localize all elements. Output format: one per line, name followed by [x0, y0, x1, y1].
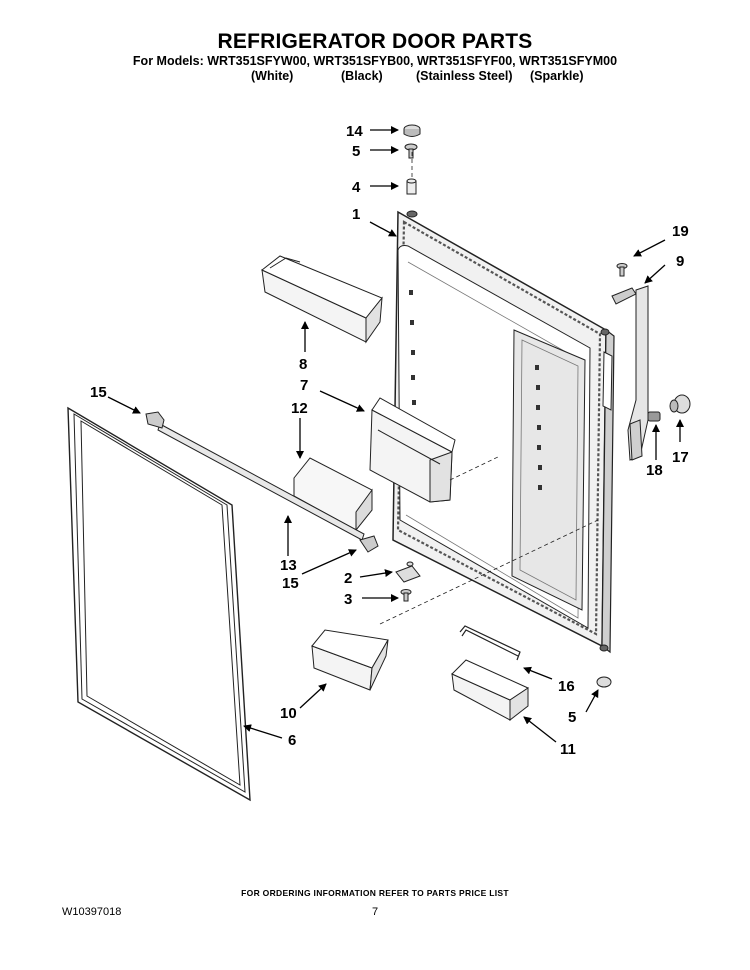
- callout-10: 10: [280, 705, 297, 722]
- leader-arrows: [107, 126, 684, 743]
- rod-clip-upper: [145, 411, 165, 429]
- callout-19: 19: [672, 223, 689, 240]
- callout-15-upper: 15: [90, 384, 107, 401]
- bottom-door-bin: [451, 659, 530, 722]
- callout-8: 8: [299, 356, 307, 373]
- callout-7: 7: [300, 377, 308, 394]
- finish-sparkle: (Sparkle): [530, 69, 584, 83]
- door-top-cap: [403, 124, 421, 137]
- door-bottom-cap: [596, 676, 612, 688]
- callout-16: 16: [558, 678, 575, 695]
- callout-11: 11: [560, 741, 576, 758]
- ordering-note: FOR ORDERING INFORMATION REFER TO PARTS …: [241, 888, 509, 898]
- bottom-hinge-bracket: [395, 561, 421, 583]
- finish-white: (White): [251, 69, 294, 83]
- upper-door-bin: [261, 255, 383, 344]
- callout-12: 12: [291, 400, 308, 417]
- callout-labels: 14 5 4 1 19 9 8 7 12 15 17 18 13 15 2 3 …: [90, 123, 689, 758]
- dairy-door: [293, 457, 373, 532]
- bin-handle: [459, 625, 521, 661]
- hinge-screw-top: [404, 143, 418, 159]
- lower-door-bin: [311, 629, 389, 691]
- finish-black: (Black): [341, 69, 383, 83]
- alignment-lines: [379, 152, 599, 625]
- models-line: For Models: WRT351SFYW00, WRT351SFYB00, …: [132, 54, 618, 68]
- handle-screw: [616, 263, 628, 277]
- rod-clip-lower: [359, 535, 379, 553]
- door-gasket: [67, 406, 251, 802]
- door-handle: [611, 285, 649, 461]
- callout-1: 1: [352, 206, 360, 223]
- handle-spring: [647, 411, 661, 422]
- dairy-compartment: [369, 397, 456, 503]
- callout-4: 4: [352, 179, 361, 196]
- callout-2: 2: [344, 570, 352, 587]
- callout-13: 13: [280, 557, 297, 574]
- callout-14: 14: [346, 123, 363, 140]
- page-title: REFRIGERATOR DOOR PARTS: [217, 30, 533, 53]
- callout-5-bottom: 5: [568, 709, 576, 726]
- document-number: W10397018: [62, 906, 122, 918]
- callout-5-top: 5: [352, 143, 360, 160]
- hinge-pin-bushing: [406, 178, 417, 195]
- callout-9: 9: [676, 253, 684, 270]
- callout-17: 17: [672, 449, 689, 466]
- bottom-hinge-screw: [400, 589, 412, 602]
- door-liner-assembly: [392, 210, 615, 654]
- finish-stainless: (Stainless Steel): [416, 69, 513, 83]
- page-number: 7: [372, 906, 379, 918]
- callout-18: 18: [646, 462, 663, 479]
- handle-knob: [669, 394, 691, 414]
- callout-3: 3: [344, 591, 352, 608]
- callout-15-lower: 15: [282, 575, 299, 592]
- callout-6: 6: [288, 732, 296, 749]
